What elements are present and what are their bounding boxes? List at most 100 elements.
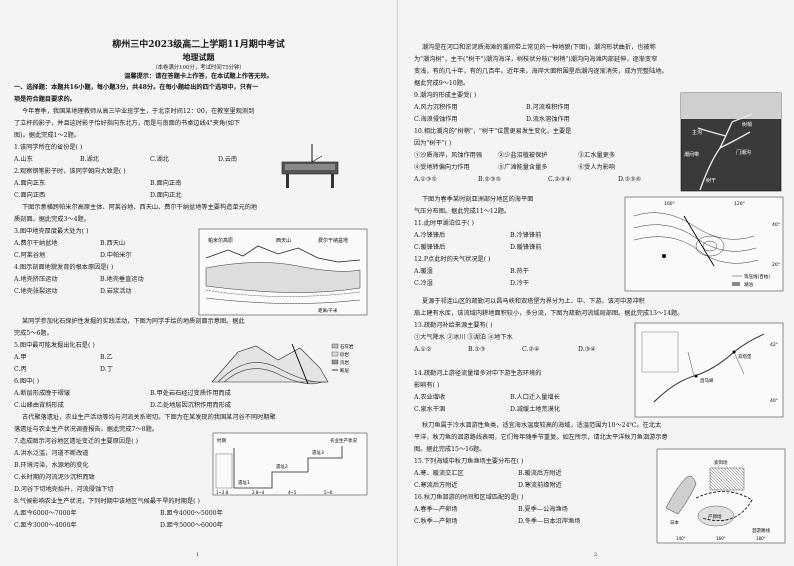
changma-label: 昌马峡 <box>700 377 714 384</box>
option: A.①③⑤ <box>414 176 438 183</box>
lon-140: 140° <box>676 536 686 541</box>
lat-40: 40° <box>772 222 780 228</box>
option: D.乙处地层因沉积作用而形成 <box>150 402 231 409</box>
trunk-label: 树干 <box>706 177 716 184</box>
option: A.甲 <box>14 354 27 361</box>
passage-text: 下图为春季某时刻亚洲部分地区的海平面 <box>422 196 534 203</box>
site-1-label: 遗址1 <box>238 479 250 486</box>
page-right: 潮沟是在河口和淤泥质海滩的潮间带上常见的一种地貌(下图)，潮沟形状曲折，也被称 … <box>397 0 794 566</box>
shuangta-label: 双塔堡 <box>738 353 752 360</box>
option: ②少盐沼植被保护 <box>498 152 548 159</box>
option: B.距今4000～5000年 <box>160 510 223 517</box>
question-8: 8.气候影响农业生产状况，下列时期中该地区气候最干旱的时期是( ) <box>14 498 200 505</box>
passage-text: 了立杆的影子，并且这时影子恰好指向东北方，而是与南面的书桌边线4°夹角(如下 <box>14 120 241 127</box>
option: ①大气降水 ②冰川 ③湖泊 ④地下水 <box>414 334 513 341</box>
option: B.甲处岩石经过变质作用而成 <box>150 390 231 397</box>
exam-note: （本卷满分100分，考试时间75分钟） <box>152 65 245 71</box>
passage-text: 质剖面。据此完成3～4题。 <box>14 216 90 223</box>
passage-text: 气压分布图。据此完成11～12题。 <box>414 208 511 215</box>
migration-route-label: 洄游路线 <box>752 527 770 534</box>
option: D.③④ <box>578 346 596 353</box>
desk-shadow-figure <box>281 144 339 188</box>
option: C.面向正西 <box>14 192 46 199</box>
lat-42: 42° <box>770 342 778 348</box>
question-14-cont: 影响有( ) <box>414 382 440 389</box>
option: B.面向正南 <box>150 180 182 187</box>
option: B.人口迁入量增长 <box>510 394 560 401</box>
question-16: 16.秋刀鱼洄游的时间和区域匹配的是( ) <box>414 494 524 501</box>
feeding-ground-label: 索饵场 <box>714 459 728 466</box>
spawning-ground-label: 产卵场 <box>708 513 722 520</box>
geologic-profile-figure: 帕米尔高原 西天山 费尔干纳盆地 距离/千米 <box>198 228 368 316</box>
passage-text: 今年春季，我国某地理教师从高三毕业班学生，于北京时间12：00，在教室里观测到 <box>22 108 255 115</box>
lon-180: 180° <box>756 536 766 541</box>
passage-text: 潮沟是在河口和淤泥质海滩的潮间带上常见的一种地貌(下图)，潮沟形状曲折，也被称 <box>422 44 656 51</box>
treetop-label: 树梢 <box>742 121 752 128</box>
passage-text: 某同学参加化石保护性发掘的实践活动，下图为同学手绘的地质剖面示意图。据此 <box>22 318 245 325</box>
option: C.湖北 <box>150 156 169 163</box>
option: A.地壳挤压运动 <box>14 276 58 283</box>
agri-header: 农业生产状况 <box>330 437 357 444</box>
option: A.①② <box>414 346 432 353</box>
legend-isobar: 等压线(百帕) <box>744 273 770 280</box>
option: A.距今6000～7000年 <box>14 510 77 517</box>
question-15: 15.下列海域中秋刀鱼渔场主要分布在( ) <box>414 458 524 465</box>
option: B.冷锋锋前 <box>510 232 542 239</box>
section-heading-cont: 项是符合题目要求的。 <box>14 96 76 103</box>
option: D.寒流前缘附近 <box>518 482 562 489</box>
option: C.海浪侵蚀作用 <box>414 116 458 123</box>
option: D.河谷下切地壳抬升，河流侵蚀下切 <box>14 486 114 493</box>
option: B.①③ <box>468 346 486 353</box>
passage-text: 下图示意横跨帕米尔高原主体、阿莱谷地、西天山、费尔干纳盆地等主要构造单元的地 <box>22 204 258 211</box>
option: C.秋季—产卵场 <box>414 518 458 525</box>
japan-label: 日本 <box>670 519 679 526</box>
question-7: 7.造成图示河谷地区遗址变迁的主要原因是( ) <box>14 438 139 445</box>
profile-label-fergana: 费尔干纳盆地 <box>318 237 348 244</box>
question-10: 10.相比潮沟的"树梢"，"树干"位置更易发生变化，主要是 <box>414 128 572 135</box>
site-3-label: 遗址3 <box>312 449 324 456</box>
passage-text: 变浅，有的几十年，有的几百年。近年来，海岸大面积围垦后潮沟逐渐消失，成为完整陆地… <box>414 68 668 75</box>
option: A.断层形成晚于褶皱 <box>14 390 70 397</box>
option: D.流水溶蚀作用 <box>526 116 570 123</box>
legend-shale: 页岩 <box>340 359 349 366</box>
question-10-cont: 因为"树干"( ) <box>414 140 452 147</box>
option: A.风力沉积作用 <box>414 104 458 111</box>
passage-text: 为"潮沟树"，主干("树干")潮沟海洋，树枝状分枝("树梢")潮沟向海滩内部延伸… <box>414 56 658 63</box>
passage-text: 夏源于祁连山区的疏勒河以昌马峡和双塔堡为界分为上、中、下游。该河中游冲积 <box>422 298 645 305</box>
option: B.湖北 <box>80 156 99 163</box>
site-2-label: 遗址2 <box>276 463 288 470</box>
option: D.云南 <box>218 156 238 163</box>
legend-fault: 断层 <box>340 367 349 374</box>
option: C.阿莱谷地 <box>14 252 46 259</box>
page-number: 1 <box>196 552 200 558</box>
option: C.丙 <box>14 366 27 373</box>
legend-lake: 湖泊 <box>744 281 753 288</box>
option: B.暖流后方附近 <box>518 470 562 477</box>
option: A.面向正东 <box>14 180 46 187</box>
exam-subtitle: 地理试题 <box>182 52 215 62</box>
option: B.西天山 <box>100 240 126 247</box>
question-11: 11.此时甲湖泊位于( ) <box>414 220 474 227</box>
option: C.寒流后方附近 <box>414 482 458 489</box>
question-3: 3.图中地壳厚度最大处为( ) <box>14 228 89 235</box>
option: C.②④ <box>522 346 540 353</box>
option: A.农业增收 <box>414 394 446 401</box>
option: ①沙质海岸，风蚀作用强 <box>414 152 483 159</box>
passage-text: 完成5～6题。 <box>14 330 53 337</box>
saury-migration-figure: 日本 索饵场 产卵场 洄游路线 140° 160° 180° <box>656 448 786 544</box>
settlement-figure: 遗址1 遗址2 遗址3 时期 农业生产状况 1~2.8 2.8~4 4~5 5~… <box>212 432 368 496</box>
passage-text: 图。据此完成15～16题。 <box>414 446 486 453</box>
passage-text: 秋刀鱼属于冷水洄游性鱼类，适宜海水温度较高的海域，适温范围为10～24℃。在北太 <box>422 422 662 429</box>
option: A.寒、暖流交汇区 <box>414 470 464 477</box>
tidal-creek-figure: 主沟 潮间带 门潮沟 树梢 树干 <box>680 92 782 192</box>
option: ⑥受人为影响 <box>578 164 616 171</box>
question-6: 6.图中( ) <box>14 378 40 385</box>
question-1: 1.该同学所在的省份是( ) <box>14 144 83 151</box>
option: D.丁 <box>100 366 113 373</box>
passage-text: 落遗址与农业生产状况调查报告。据此完成7～8题。 <box>14 426 158 433</box>
option: A.春季—产卵场 <box>414 506 458 513</box>
option: ③汇水量更多 <box>578 152 616 159</box>
lat-20: 20° <box>772 262 780 268</box>
question-2: 2.观察钢笔影子时，该同学朝向大致是( ) <box>14 168 126 175</box>
fold-fault-figure: 石灰岩 砂岩 页岩 断层 <box>211 343 354 385</box>
